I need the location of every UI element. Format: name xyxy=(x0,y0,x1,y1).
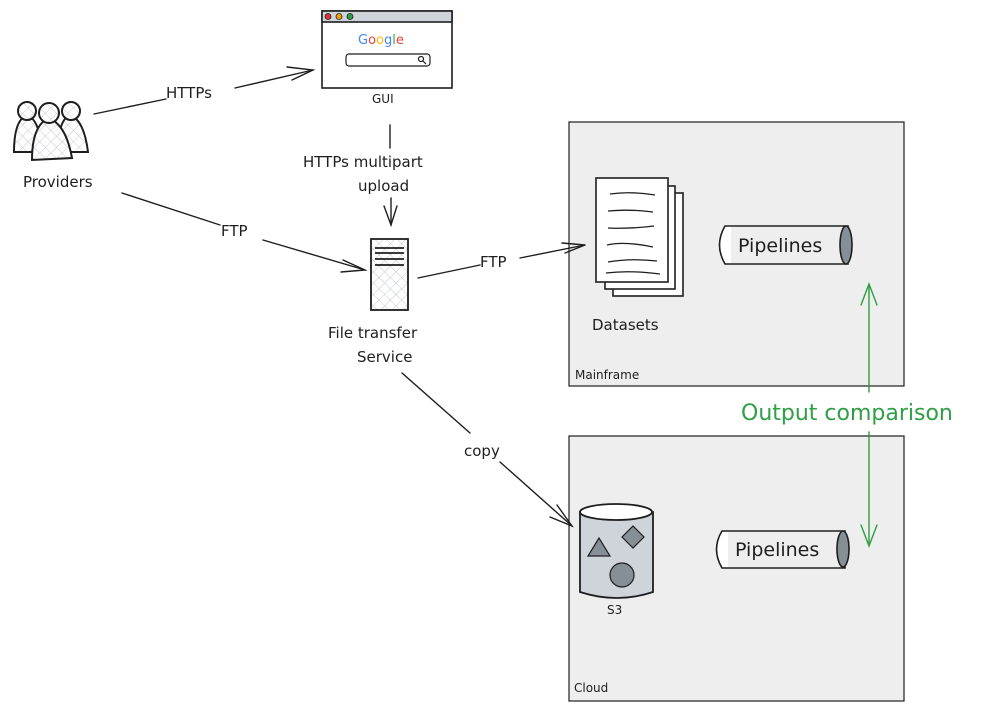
google-logo-letter: o xyxy=(368,33,376,48)
window-maximize-dot xyxy=(346,13,354,20)
window-close-dot xyxy=(324,13,332,20)
users-group-icon xyxy=(12,101,90,162)
edge-providers-to-gui[interactable]: HTTPs xyxy=(93,66,316,115)
gui-label: GUI xyxy=(372,92,394,106)
node-gui[interactable]: Google GUI xyxy=(321,10,453,106)
google-logo-letter: G xyxy=(358,33,368,48)
google-logo: Google xyxy=(358,33,404,48)
fts-label-line2: Service xyxy=(357,348,412,366)
pipe-cylinder-icon xyxy=(718,225,853,265)
node-pipelines-cloud[interactable]: Pipelines xyxy=(715,530,850,569)
node-pipelines-mainframe[interactable]: Pipelines xyxy=(718,225,853,265)
edge-https-label: HTTPs xyxy=(166,84,212,102)
bucket-icon xyxy=(579,503,654,599)
node-file-transfer-service[interactable]: File transfer Service xyxy=(328,238,418,366)
google-logo-letter: g xyxy=(384,33,392,48)
providers-label: Providers xyxy=(23,173,93,191)
edge-providers-to-fts[interactable]: FTP xyxy=(121,192,368,273)
pipelines-mainframe-label: Pipelines xyxy=(738,235,822,257)
datasets-label: Datasets xyxy=(592,316,659,334)
documents-stack-icon xyxy=(595,177,684,297)
search-box xyxy=(345,53,431,67)
edge-gui-to-fts[interactable]: HTTPs multipart upload xyxy=(303,124,423,228)
edge-copy-label: copy xyxy=(464,442,500,460)
pipelines-cloud-label: Pipelines xyxy=(735,539,819,561)
node-s3[interactable]: S3 xyxy=(579,503,654,617)
server-icon xyxy=(370,238,409,311)
node-datasets[interactable]: Datasets xyxy=(592,177,684,334)
google-logo-letter: o xyxy=(376,33,384,48)
window-minimize-dot xyxy=(335,13,343,20)
group-mainframe-label: Mainframe xyxy=(575,368,639,382)
edge-ftp-label-2: FTP xyxy=(480,253,507,271)
google-logo-letter: e xyxy=(396,33,404,48)
edge-output-comparison[interactable]: Output comparison xyxy=(741,282,953,548)
s3-label: S3 xyxy=(607,603,622,617)
output-comparison-label: Output comparison xyxy=(741,401,953,426)
search-icon xyxy=(417,55,427,65)
fts-label-line1: File transfer xyxy=(328,324,418,342)
browser-window-icon: Google xyxy=(321,10,453,89)
edge-upload-label-line1: HTTPs multipart xyxy=(303,153,423,171)
edge-upload-label-line2: upload xyxy=(358,177,409,195)
group-cloud-label: Cloud xyxy=(574,681,608,695)
edge-fts-to-s3[interactable]: copy xyxy=(401,372,574,528)
google-logo-letter: l xyxy=(392,33,396,48)
pipe-cylinder-icon xyxy=(715,530,850,569)
edge-fts-to-datasets[interactable]: FTP xyxy=(417,242,586,279)
edge-ftp-label-1: FTP xyxy=(221,222,248,240)
node-providers[interactable]: Providers xyxy=(12,101,93,191)
